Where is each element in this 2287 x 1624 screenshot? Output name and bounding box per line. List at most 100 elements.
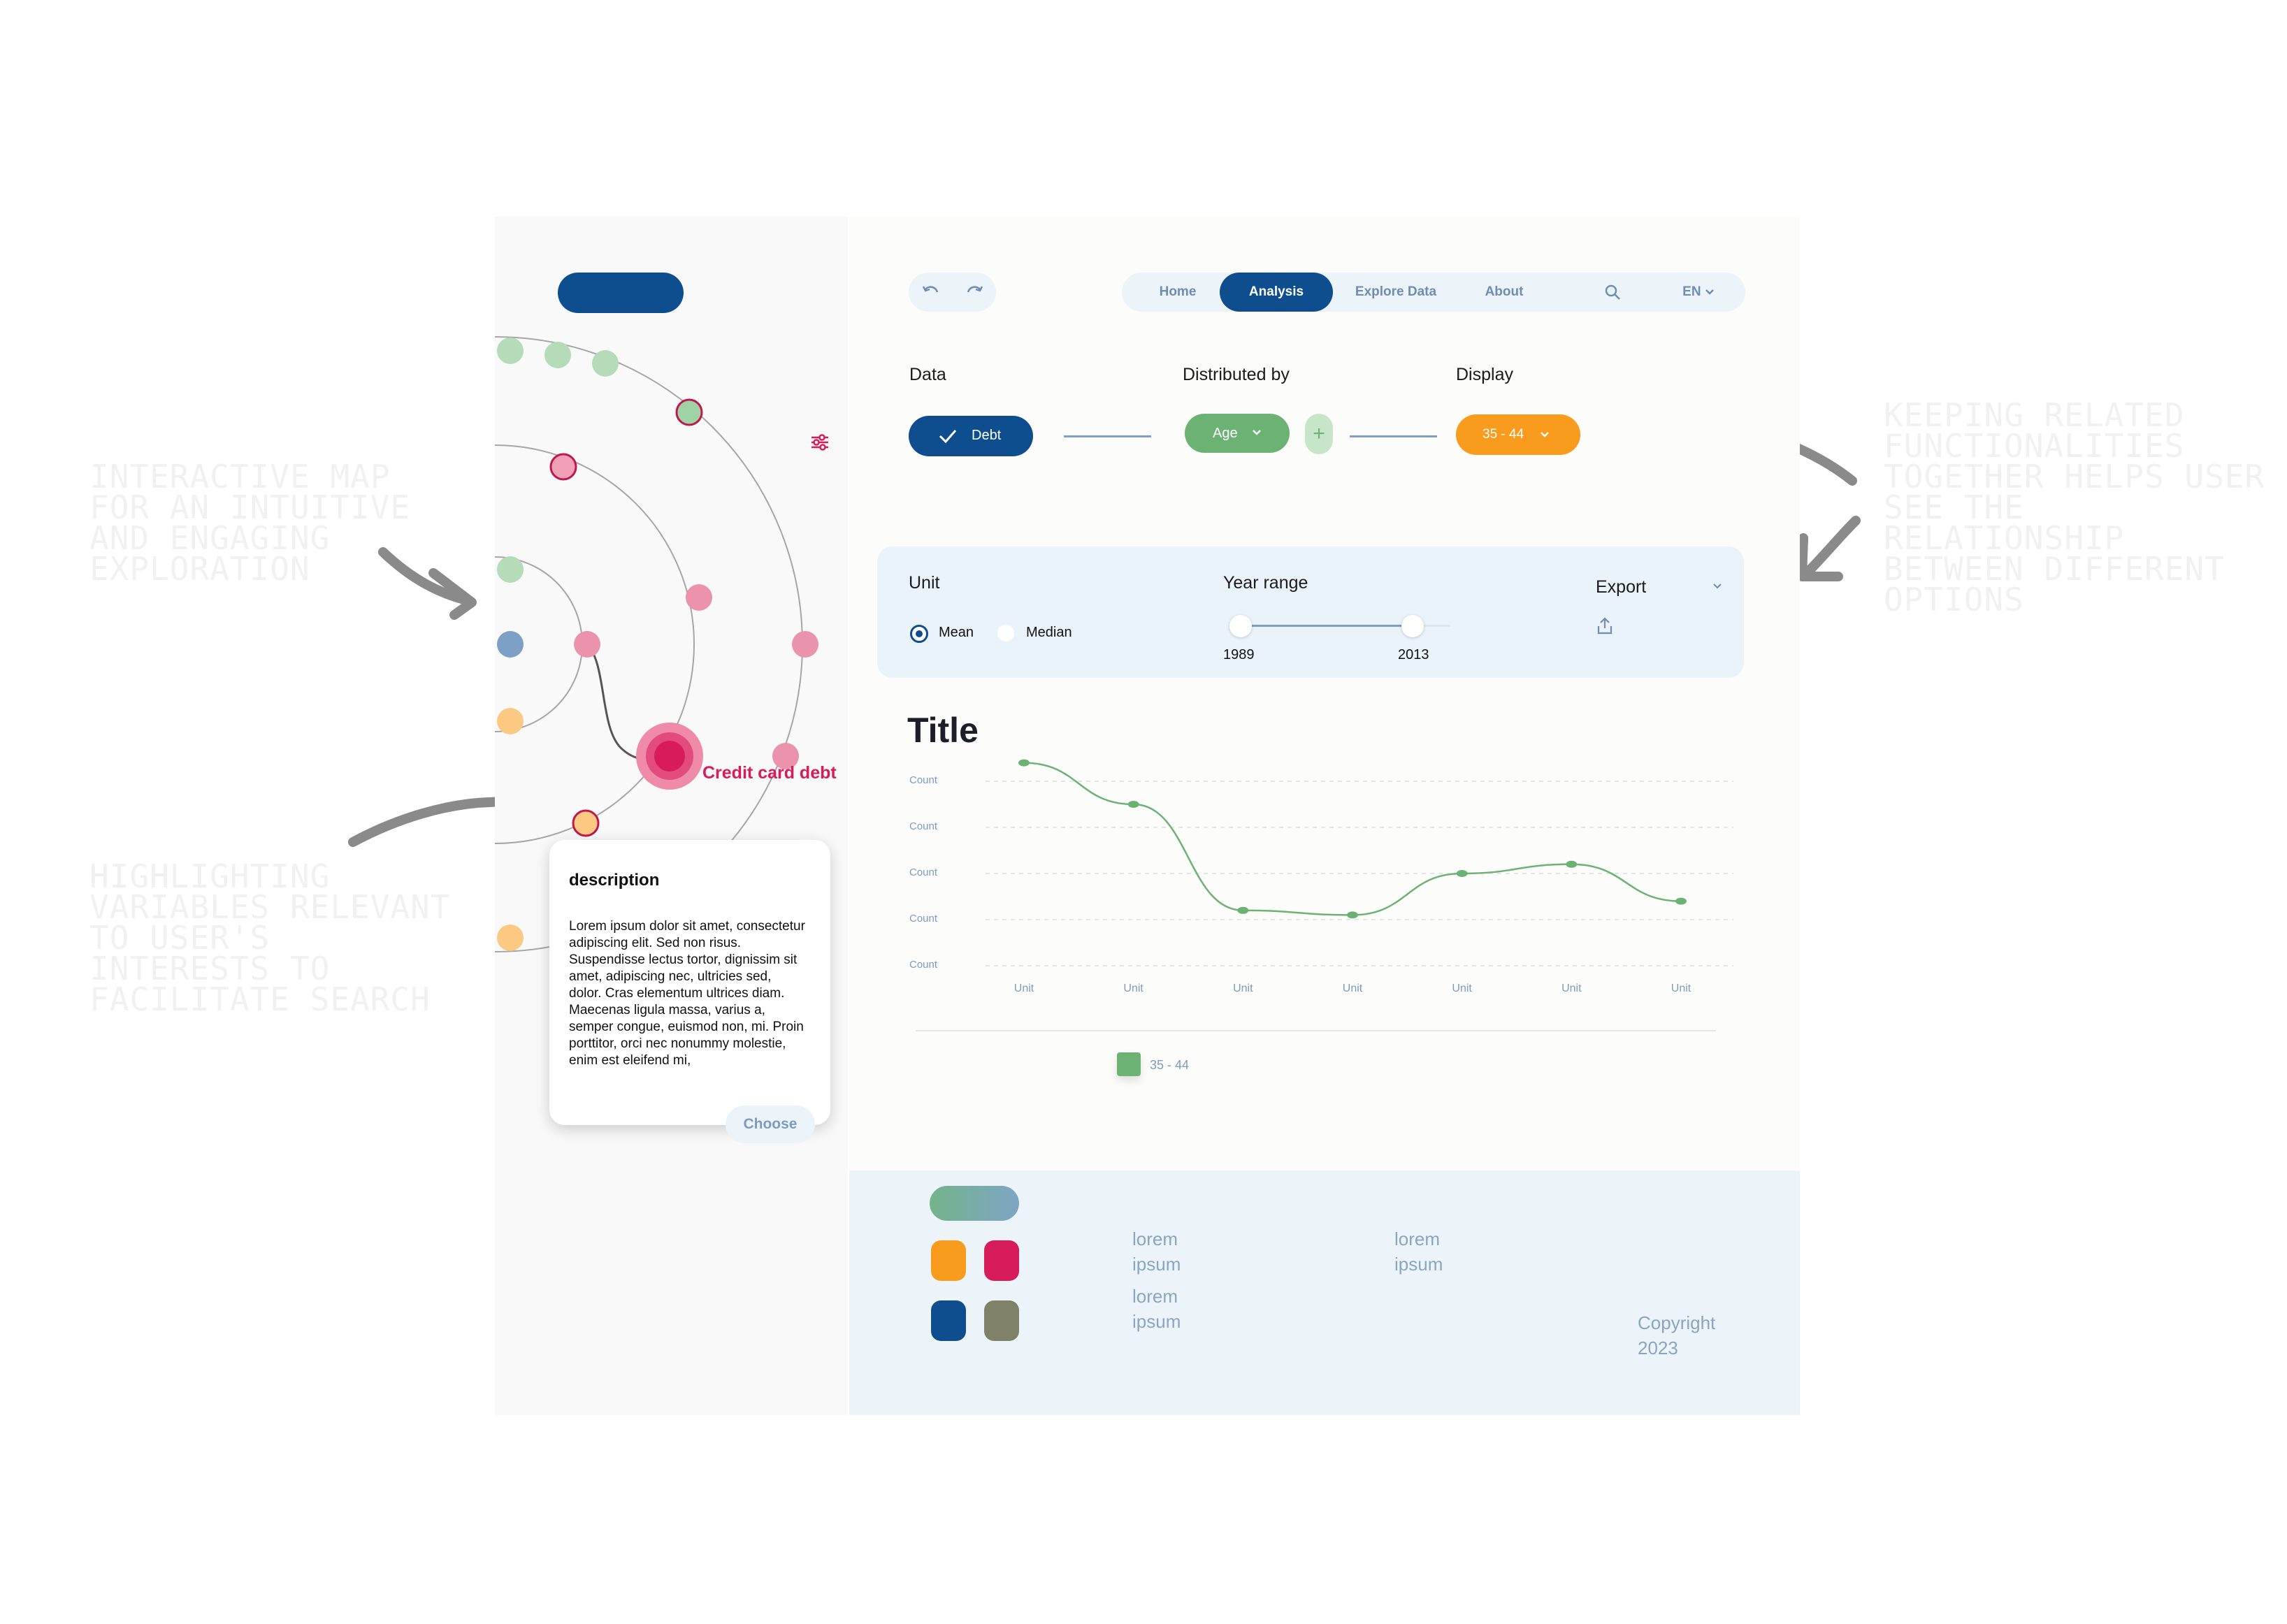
- description-popup: description Lorem ipsum dolor sit amet, …: [549, 840, 830, 1143]
- language-label: EN: [1682, 284, 1701, 299]
- chevron-down-icon[interactable]: [1712, 583, 1722, 590]
- tab-explore-data[interactable]: Explore Data: [1355, 284, 1437, 299]
- footer-link[interactable]: lorem ipsum: [1132, 1228, 1181, 1275]
- export-icon[interactable]: [1596, 616, 1614, 636]
- swatch-pink: [984, 1240, 1019, 1281]
- year-end-handle[interactable]: [1401, 615, 1424, 637]
- legend-swatch: [1117, 1052, 1141, 1076]
- map-node-selected: [572, 809, 600, 837]
- swatch-olive: [984, 1300, 1019, 1341]
- series-line: [1023, 762, 1682, 916]
- language-selector[interactable]: EN: [1667, 273, 1730, 312]
- tab-analysis[interactable]: Analysis: [1220, 273, 1333, 312]
- map-canvas[interactable]: [495, 217, 848, 1415]
- map-node-highlight-inner: [654, 741, 685, 771]
- popup-body: Lorem ipsum dolor sit amet, consectetur …: [569, 919, 805, 1068]
- highlight-label: Credit card debt: [702, 763, 837, 783]
- data-point[interactable]: [1347, 911, 1358, 919]
- legend-label: 35 - 44: [1150, 1058, 1190, 1072]
- undo-icon[interactable]: [921, 284, 939, 300]
- data-point[interactable]: [1566, 860, 1578, 868]
- choose-button[interactable]: Choose: [726, 1105, 815, 1143]
- chevron-down-icon: [1253, 430, 1261, 435]
- map-node: [497, 631, 524, 658]
- filter-icon[interactable]: [809, 432, 830, 453]
- x-tick-label: Unit: [1671, 983, 1691, 994]
- check-icon: [939, 430, 957, 444]
- footer: lorem ipsum lorem ipsum lorem ipsum Copy…: [849, 1170, 1800, 1415]
- year-start-handle[interactable]: [1229, 615, 1252, 637]
- map-panel: Credit card debt description Lorem ipsum…: [495, 217, 848, 1415]
- map-ring-2: [495, 444, 695, 844]
- swatch-blue: [931, 1300, 966, 1341]
- radio-mean-label: Mean: [939, 625, 974, 640]
- display-value: 35 - 44: [1482, 427, 1524, 442]
- year-end-value: 2013: [1398, 647, 1429, 662]
- footer-link[interactable]: lorem ipsum: [1132, 1286, 1181, 1332]
- map-node: [772, 743, 799, 769]
- x-tick-label: Unit: [1561, 983, 1582, 994]
- add-distribution-button[interactable]: +: [1305, 414, 1333, 454]
- map-node: [497, 338, 524, 364]
- map-node: [574, 631, 600, 658]
- map-node-selected: [549, 453, 577, 481]
- analysis-panel: Home Analysis Explore Data About EN Data…: [849, 217, 1800, 1170]
- map-node: [497, 925, 524, 951]
- distributed-value: Age: [1213, 426, 1238, 441]
- map-nodes: [497, 338, 818, 951]
- annotation-map: INTERACTIVE MAP FOR AN INTUITIVE AND ENG…: [89, 458, 411, 588]
- x-tick-label: Unit: [1013, 983, 1034, 994]
- data-select-button[interactable]: Debt: [909, 416, 1033, 456]
- export-label[interactable]: Export: [1596, 577, 1647, 597]
- y-tick-label: Count: [909, 774, 938, 786]
- tab-about[interactable]: About: [1485, 284, 1524, 299]
- display-select[interactable]: 35 - 44: [1456, 414, 1580, 455]
- chart-divider: [916, 1030, 1716, 1031]
- display-label: Display: [1456, 365, 1513, 384]
- data-point[interactable]: [1237, 906, 1249, 914]
- unit-label: Unit: [909, 573, 940, 593]
- connector-line: [1350, 435, 1437, 437]
- chart-title: Title: [907, 711, 979, 750]
- year-start-value: 1989: [1223, 647, 1255, 662]
- footer-logo: [930, 1186, 1019, 1221]
- map-node: [686, 584, 712, 611]
- year-range-fill: [1241, 625, 1415, 627]
- data-point[interactable]: [1456, 870, 1468, 877]
- radio-median[interactable]: [997, 625, 1014, 641]
- footer-link[interactable]: lorem ipsum: [1394, 1228, 1443, 1275]
- map-node: [497, 708, 524, 734]
- map-top-button[interactable]: [558, 273, 684, 313]
- redo-icon[interactable]: [966, 284, 984, 300]
- map-node: [544, 342, 571, 368]
- chevron-down-icon: [1705, 289, 1714, 295]
- arrow-to-options-head: [1797, 533, 1843, 581]
- search-icon[interactable]: [1604, 284, 1621, 300]
- y-tick-label: Count: [909, 959, 938, 971]
- map-node: [792, 631, 818, 658]
- map-node: [497, 556, 524, 583]
- y-tick-label: Count: [909, 867, 938, 878]
- data-point[interactable]: [1127, 801, 1139, 808]
- top-nav: Home Analysis Explore Data About EN: [1122, 273, 1745, 312]
- y-tick-label: Count: [909, 913, 938, 925]
- map-node-selected: [675, 398, 703, 426]
- data-label: Data: [909, 365, 946, 384]
- history-controls: [909, 273, 996, 312]
- chart-svg: [986, 759, 1733, 966]
- copyright: Copyright 2023: [1638, 1312, 1716, 1358]
- x-tick-label: Unit: [1452, 983, 1472, 994]
- data-value: Debt: [972, 428, 1002, 443]
- annotation-highlight: HIGHLIGHTING VARIABLES RELEVANT TO USER'…: [89, 857, 451, 1018]
- chevron-down-icon: [1541, 432, 1549, 437]
- distributed-select[interactable]: Age: [1185, 414, 1290, 453]
- y-tick-label: Count: [909, 820, 938, 832]
- data-point[interactable]: [1018, 759, 1030, 767]
- map-node: [592, 350, 619, 377]
- radio-median-label: Median: [1026, 625, 1072, 640]
- annotation-grouping: KEEPING RELATED FUNCTIONALITIES TOGETHER…: [1884, 396, 2265, 618]
- arrow-to-map-head: [428, 568, 477, 620]
- tab-home[interactable]: Home: [1159, 284, 1197, 299]
- data-point[interactable]: [1675, 897, 1687, 905]
